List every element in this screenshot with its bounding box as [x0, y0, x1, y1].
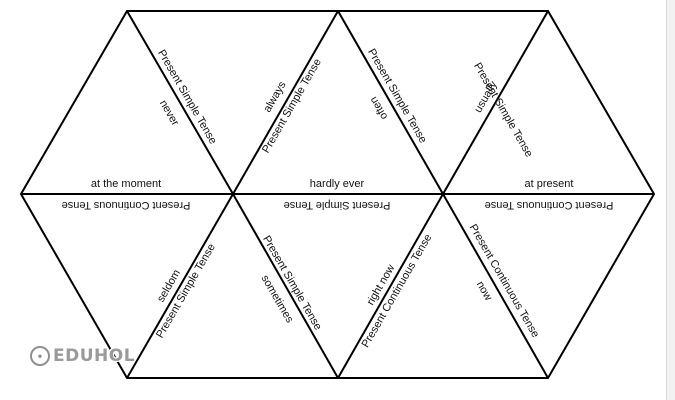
label-at-the-moment: at the moment: [90, 178, 162, 190]
label-present-simple-tense: Present Simple Tense: [283, 199, 391, 211]
eduhol-logo-icon: •: [30, 346, 50, 366]
diagonal-1: [126, 10, 234, 195]
label-present-continuous-tense: Present Continuous Tense: [61, 199, 191, 211]
label-at-present: at present: [524, 178, 574, 190]
diagonal-5: [126, 193, 234, 379]
watermark-text: EDUHOL: [53, 346, 136, 366]
diagonal-4: [442, 10, 549, 195]
diagonal-6: [232, 193, 339, 379]
label-present-continuous-tense: Present Continuous Tense: [484, 199, 614, 211]
diagonal-8: [442, 193, 549, 379]
page-edge: [666, 0, 667, 400]
diagonal-7: [337, 193, 444, 379]
diagonal-3: [337, 10, 444, 195]
label-hardly-ever: hardly ever: [309, 178, 365, 190]
diagonal-2: [232, 10, 339, 195]
eduhol-watermark: • EDUHOL: [30, 346, 135, 366]
